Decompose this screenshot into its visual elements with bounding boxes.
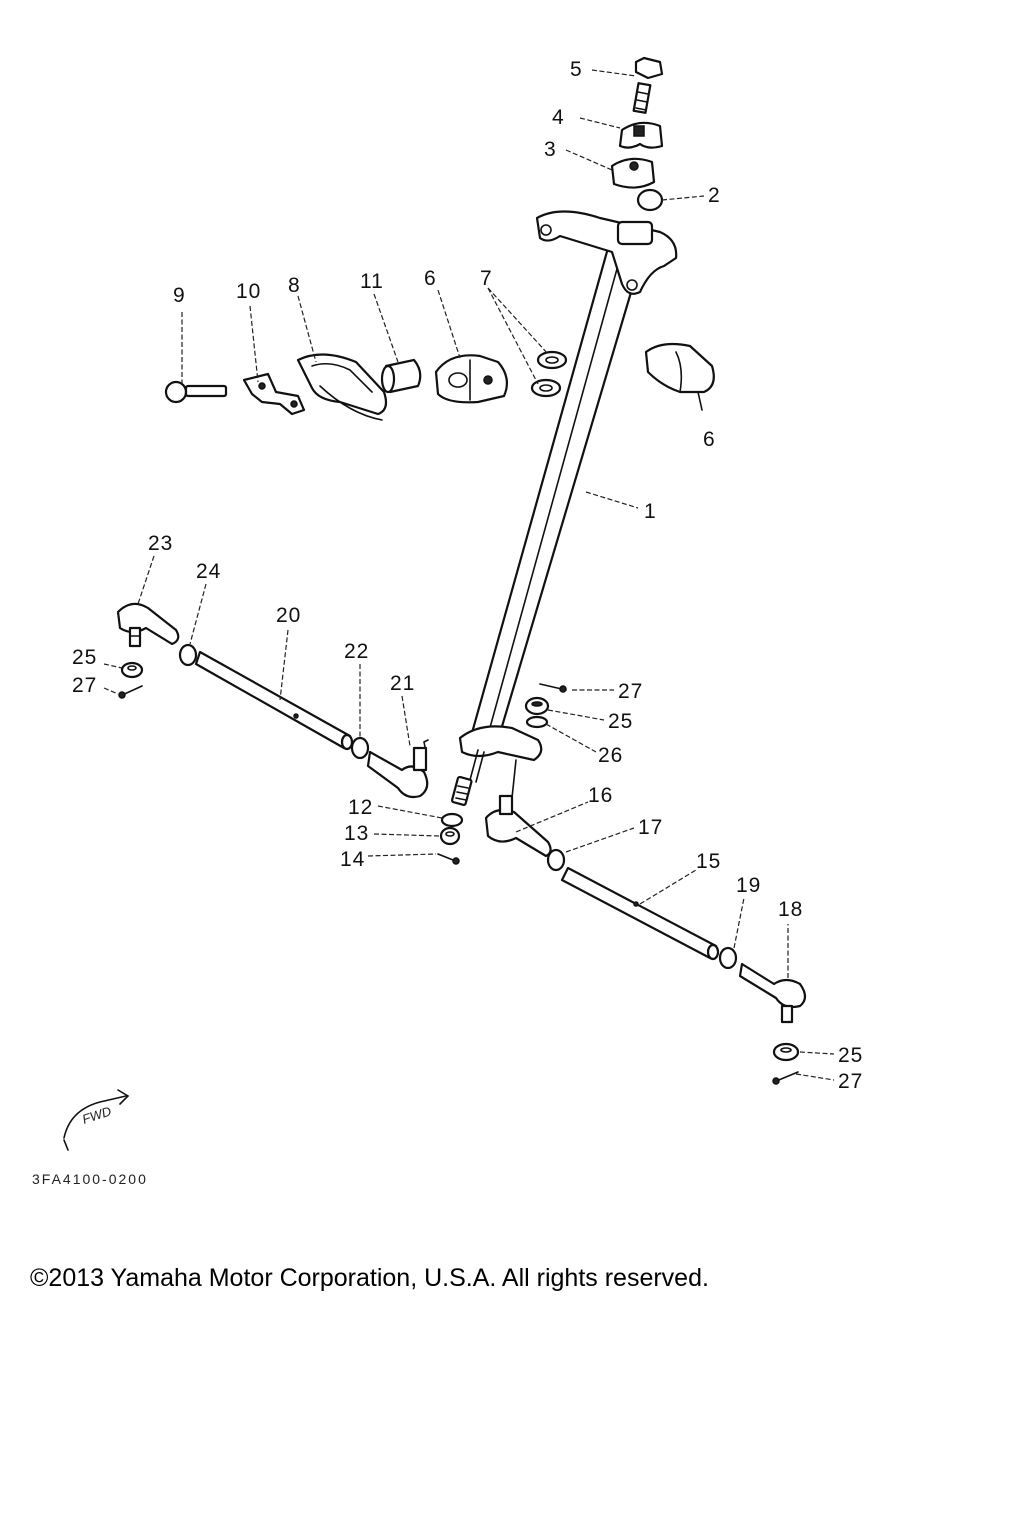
tie-rod-end-part-16 (484, 794, 552, 858)
callout-27-right: 27 (838, 1070, 863, 1093)
drawing-code: 3FA4100-0200 (32, 1171, 148, 1187)
cotter-pin-part-27-left (118, 685, 143, 699)
callout-21: 21 (390, 672, 415, 695)
fwd-arrow-icon: FWD (63, 1089, 130, 1151)
nut-part-17 (546, 848, 566, 872)
callout-2: 2 (708, 184, 721, 207)
copyright-notice: ©2013 Yamaha Motor Corporation, U.S.A. A… (30, 1264, 709, 1292)
callout-5: 5 (570, 58, 583, 81)
callout-15: 15 (696, 850, 721, 873)
tie-rod-end-part-18 (738, 962, 807, 1024)
bolt-part-9 (164, 380, 228, 404)
callout-20: 20 (276, 604, 301, 627)
fwd-label: FWD (80, 1103, 113, 1126)
callout-25-right: 25 (838, 1044, 863, 1067)
tie-rod-part-15 (560, 866, 720, 961)
callout-12: 12 (348, 796, 373, 819)
leader-lines (103, 69, 835, 1081)
callout-6-right: 6 (703, 428, 716, 451)
callout-6-left: 6 (424, 267, 437, 290)
tie-rod-end-part-23 (116, 602, 180, 648)
callout-10: 10 (236, 280, 261, 303)
callout-26: 26 (598, 744, 623, 767)
clamp-part-4 (618, 121, 664, 149)
callout-7: 7 (480, 267, 493, 290)
callout-22: 22 (344, 640, 369, 663)
washer-part-7 (530, 350, 568, 398)
callout-27-left: 27 (72, 674, 97, 697)
bolt-part-5 (632, 56, 664, 114)
callout-16: 16 (588, 784, 613, 807)
nut-part-22 (350, 736, 370, 760)
callout-27-column: 27 (618, 680, 643, 703)
callout-25-left: 25 (72, 646, 97, 669)
callout-11: 11 (360, 270, 384, 293)
nut-part-19 (718, 946, 738, 970)
steering-column-part-1 (423, 210, 678, 806)
callout-17: 17 (638, 816, 663, 839)
callout-9: 9 (173, 284, 186, 307)
tie-rod-end-part-21 (366, 746, 429, 799)
callout-13: 13 (344, 822, 369, 845)
clamp-part-3 (610, 157, 656, 189)
callout-24: 24 (196, 560, 221, 583)
washer-part-12 (440, 812, 464, 828)
tie-rod-part-20 (194, 650, 354, 751)
washer-part-26 (525, 715, 549, 729)
collar-part-11 (380, 358, 422, 394)
nut-part-24 (178, 643, 198, 667)
callout-3: 3 (544, 138, 557, 161)
bushing-part-2 (636, 188, 664, 212)
callout-23: 23 (148, 532, 173, 555)
callout-8: 8 (288, 274, 301, 297)
holder-part-6-left (434, 354, 509, 404)
cotter-pin-part-27-right (772, 1071, 799, 1085)
plate-part-8 (296, 353, 388, 421)
callout-25-column: 25 (608, 710, 633, 733)
callout-19: 19 (736, 874, 761, 897)
nut-part-13 (439, 826, 461, 846)
callout-14: 14 (340, 848, 365, 871)
nut-part-25-column (524, 696, 550, 716)
nut-part-25-right (772, 1042, 800, 1062)
lock-plate-part-10 (242, 372, 306, 416)
holder-part-6-right (644, 342, 715, 411)
callout-labels: 1 2 3 4 5 6 6 7 8 9 10 11 12 13 14 15 16… (72, 58, 863, 1093)
cotter-pin-part-14 (437, 853, 460, 865)
callout-18: 18 (778, 898, 803, 921)
callout-4: 4 (552, 106, 565, 129)
nut-part-25-left (120, 661, 144, 679)
callout-1: 1 (644, 500, 657, 523)
cotter-pin-part-27-column (539, 683, 567, 693)
